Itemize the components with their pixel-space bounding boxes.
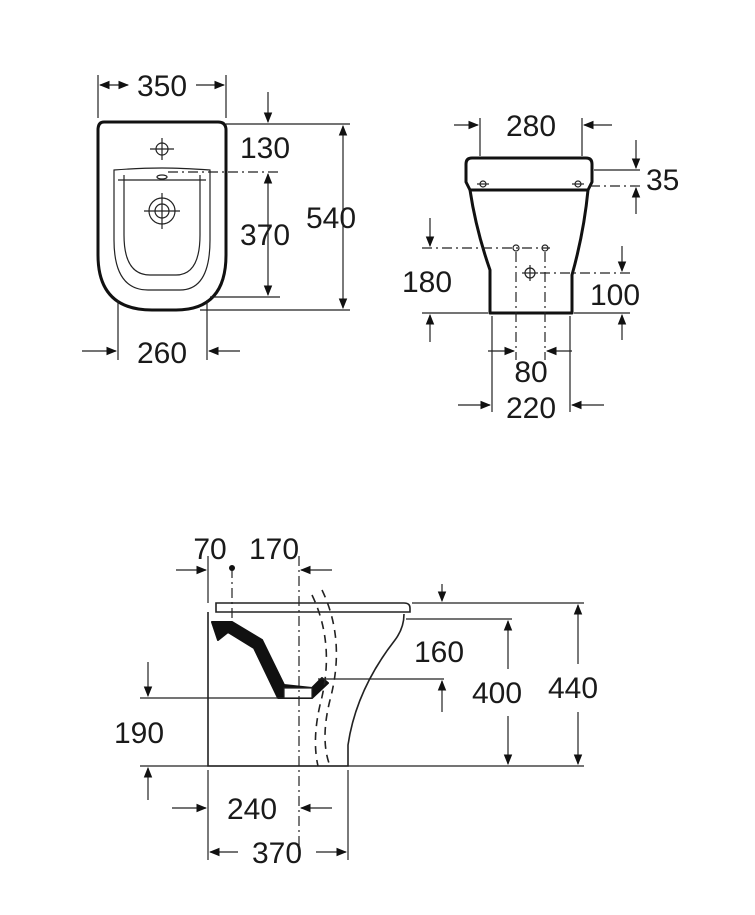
inlet-hole-left: [512, 244, 520, 252]
dim-total-depth: 540: [306, 202, 356, 235]
dim-depth-to-tap: 130: [240, 132, 290, 165]
dim-total-height: 440: [548, 672, 598, 705]
dim-top-offset: 35: [646, 164, 679, 197]
top-view-inner-bowl: [123, 175, 201, 276]
rear-view-body: [468, 189, 590, 315]
fixing-point: [229, 565, 235, 571]
dim-width-top: 350: [137, 70, 187, 103]
dim-width-bottom: 260: [137, 337, 187, 370]
dim-base-width: 220: [506, 392, 556, 425]
dim-rim-to-bowl: 160: [414, 636, 464, 669]
top-view-overflow-slot: [156, 174, 168, 180]
dim-top-width: 280: [506, 110, 556, 143]
side-view-bowl-section: [211, 621, 329, 699]
dim-outlet-height: 190: [114, 717, 164, 750]
side-view-concealed-profile-inner: [311, 594, 328, 767]
side-view-concealed-profile: [321, 589, 338, 767]
dim-base-depth: 370: [252, 837, 302, 870]
dim-wall-to-drain: 240: [227, 793, 277, 826]
top-view: 350 130 370 540 260: [82, 70, 356, 370]
dim-wall-to-tap: 170: [249, 533, 299, 566]
rear-view-top-plate: [464, 156, 594, 192]
side-view-body-profile: [207, 612, 405, 767]
dim-bowl-height: 400: [472, 677, 522, 710]
rear-view: 280 35 180 100 80 220: [402, 110, 679, 425]
dim-hole-spacing: 80: [514, 356, 547, 389]
top-view-bowl-outline: [113, 167, 211, 291]
dim-drain-height: 100: [590, 279, 640, 312]
dim-tap-to-drain: 370: [240, 219, 290, 252]
side-view-drain-pipe: [283, 687, 313, 699]
side-view-lid: [215, 602, 411, 613]
side-view: 70 170 160 400 440 190 240 370: [114, 533, 598, 870]
dim-wall-to-fixing: 70: [193, 533, 226, 566]
dim-inlet-height: 180: [402, 266, 452, 299]
top-view-outer-outline: [96, 120, 228, 312]
